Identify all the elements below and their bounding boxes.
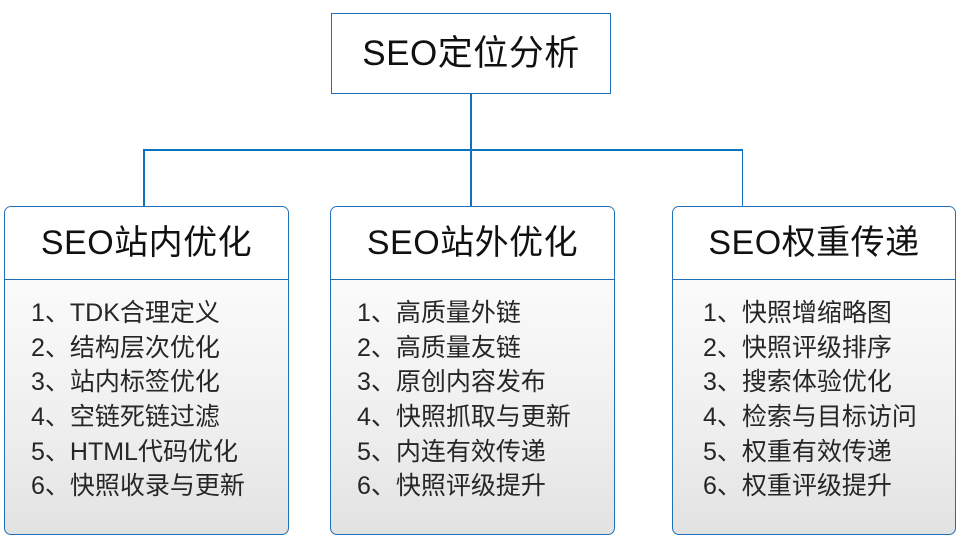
branch-card-2-list: 1、高质量外链 2、高质量友链 3、原创内容发布 4、快照抓取与更新 5、内连有… bbox=[331, 280, 614, 504]
branch-card-3-title: SEO权重传递 bbox=[708, 224, 920, 262]
list-item: 4、快照抓取与更新 bbox=[357, 402, 571, 431]
connector-drop-branch-1 bbox=[143, 149, 145, 206]
list-item: 5、内连有效传递 bbox=[357, 437, 546, 466]
list-item: 4、检索与目标访问 bbox=[703, 402, 917, 431]
list-item: 1、高质量外链 bbox=[357, 299, 521, 327]
connector-horizontal-bus bbox=[143, 149, 743, 151]
connector-drop-branch-3 bbox=[741, 149, 744, 206]
branch-card-2[interactable]: SEO站外优化 1、高质量外链 2、高质量友链 3、原创内容发布 4、快照抓取与… bbox=[330, 206, 615, 535]
list-item: 3、搜索体验优化 bbox=[703, 368, 892, 397]
branch-card-1-list: 1、TDK合理定义 2、结构层次优化 3、站内标签优化 4、空链死链过滤 5、H… bbox=[5, 280, 288, 504]
connector-root-stem bbox=[470, 94, 472, 150]
branch-card-1-header[interactable]: SEO站内优化 bbox=[5, 207, 288, 280]
list-item: 2、结构层次优化 bbox=[31, 333, 220, 362]
root-node-label: SEO定位分析 bbox=[362, 34, 580, 73]
list-item: 1、TDK合理定义 bbox=[31, 299, 220, 327]
list-item: 6、快照评级提升 bbox=[357, 472, 546, 501]
list-item: 3、原创内容发布 bbox=[357, 368, 546, 397]
list-item: 6、快照收录与更新 bbox=[31, 472, 245, 501]
root-node[interactable]: SEO定位分析 bbox=[331, 13, 611, 94]
branch-card-3-list: 1、快照增缩略图 2、快照评级排序 3、搜索体验优化 4、检索与目标访问 5、权… bbox=[673, 280, 955, 504]
branch-card-1[interactable]: SEO站内优化 1、TDK合理定义 2、结构层次优化 3、站内标签优化 4、空链… bbox=[4, 206, 289, 535]
branch-card-2-title: SEO站外优化 bbox=[366, 224, 579, 262]
list-item: 4、空链死链过滤 bbox=[31, 402, 220, 431]
branch-card-3[interactable]: SEO权重传递 1、快照增缩略图 2、快照评级排序 3、搜索体验优化 4、检索与… bbox=[672, 206, 956, 535]
list-item: 2、高质量友链 bbox=[357, 333, 521, 362]
list-item: 2、快照评级排序 bbox=[703, 333, 892, 362]
list-item: 5、权重有效传递 bbox=[703, 437, 892, 466]
list-item: 6、权重评级提升 bbox=[703, 472, 892, 501]
connector-drop-branch-2 bbox=[470, 149, 472, 206]
list-item: 1、快照增缩略图 bbox=[703, 299, 892, 327]
list-item: 3、站内标签优化 bbox=[31, 368, 220, 397]
list-item: 5、HTML代码优化 bbox=[31, 437, 238, 466]
branch-card-3-header[interactable]: SEO权重传递 bbox=[673, 207, 955, 280]
branch-card-1-title: SEO站内优化 bbox=[40, 224, 253, 262]
branch-card-2-header[interactable]: SEO站外优化 bbox=[331, 207, 614, 280]
